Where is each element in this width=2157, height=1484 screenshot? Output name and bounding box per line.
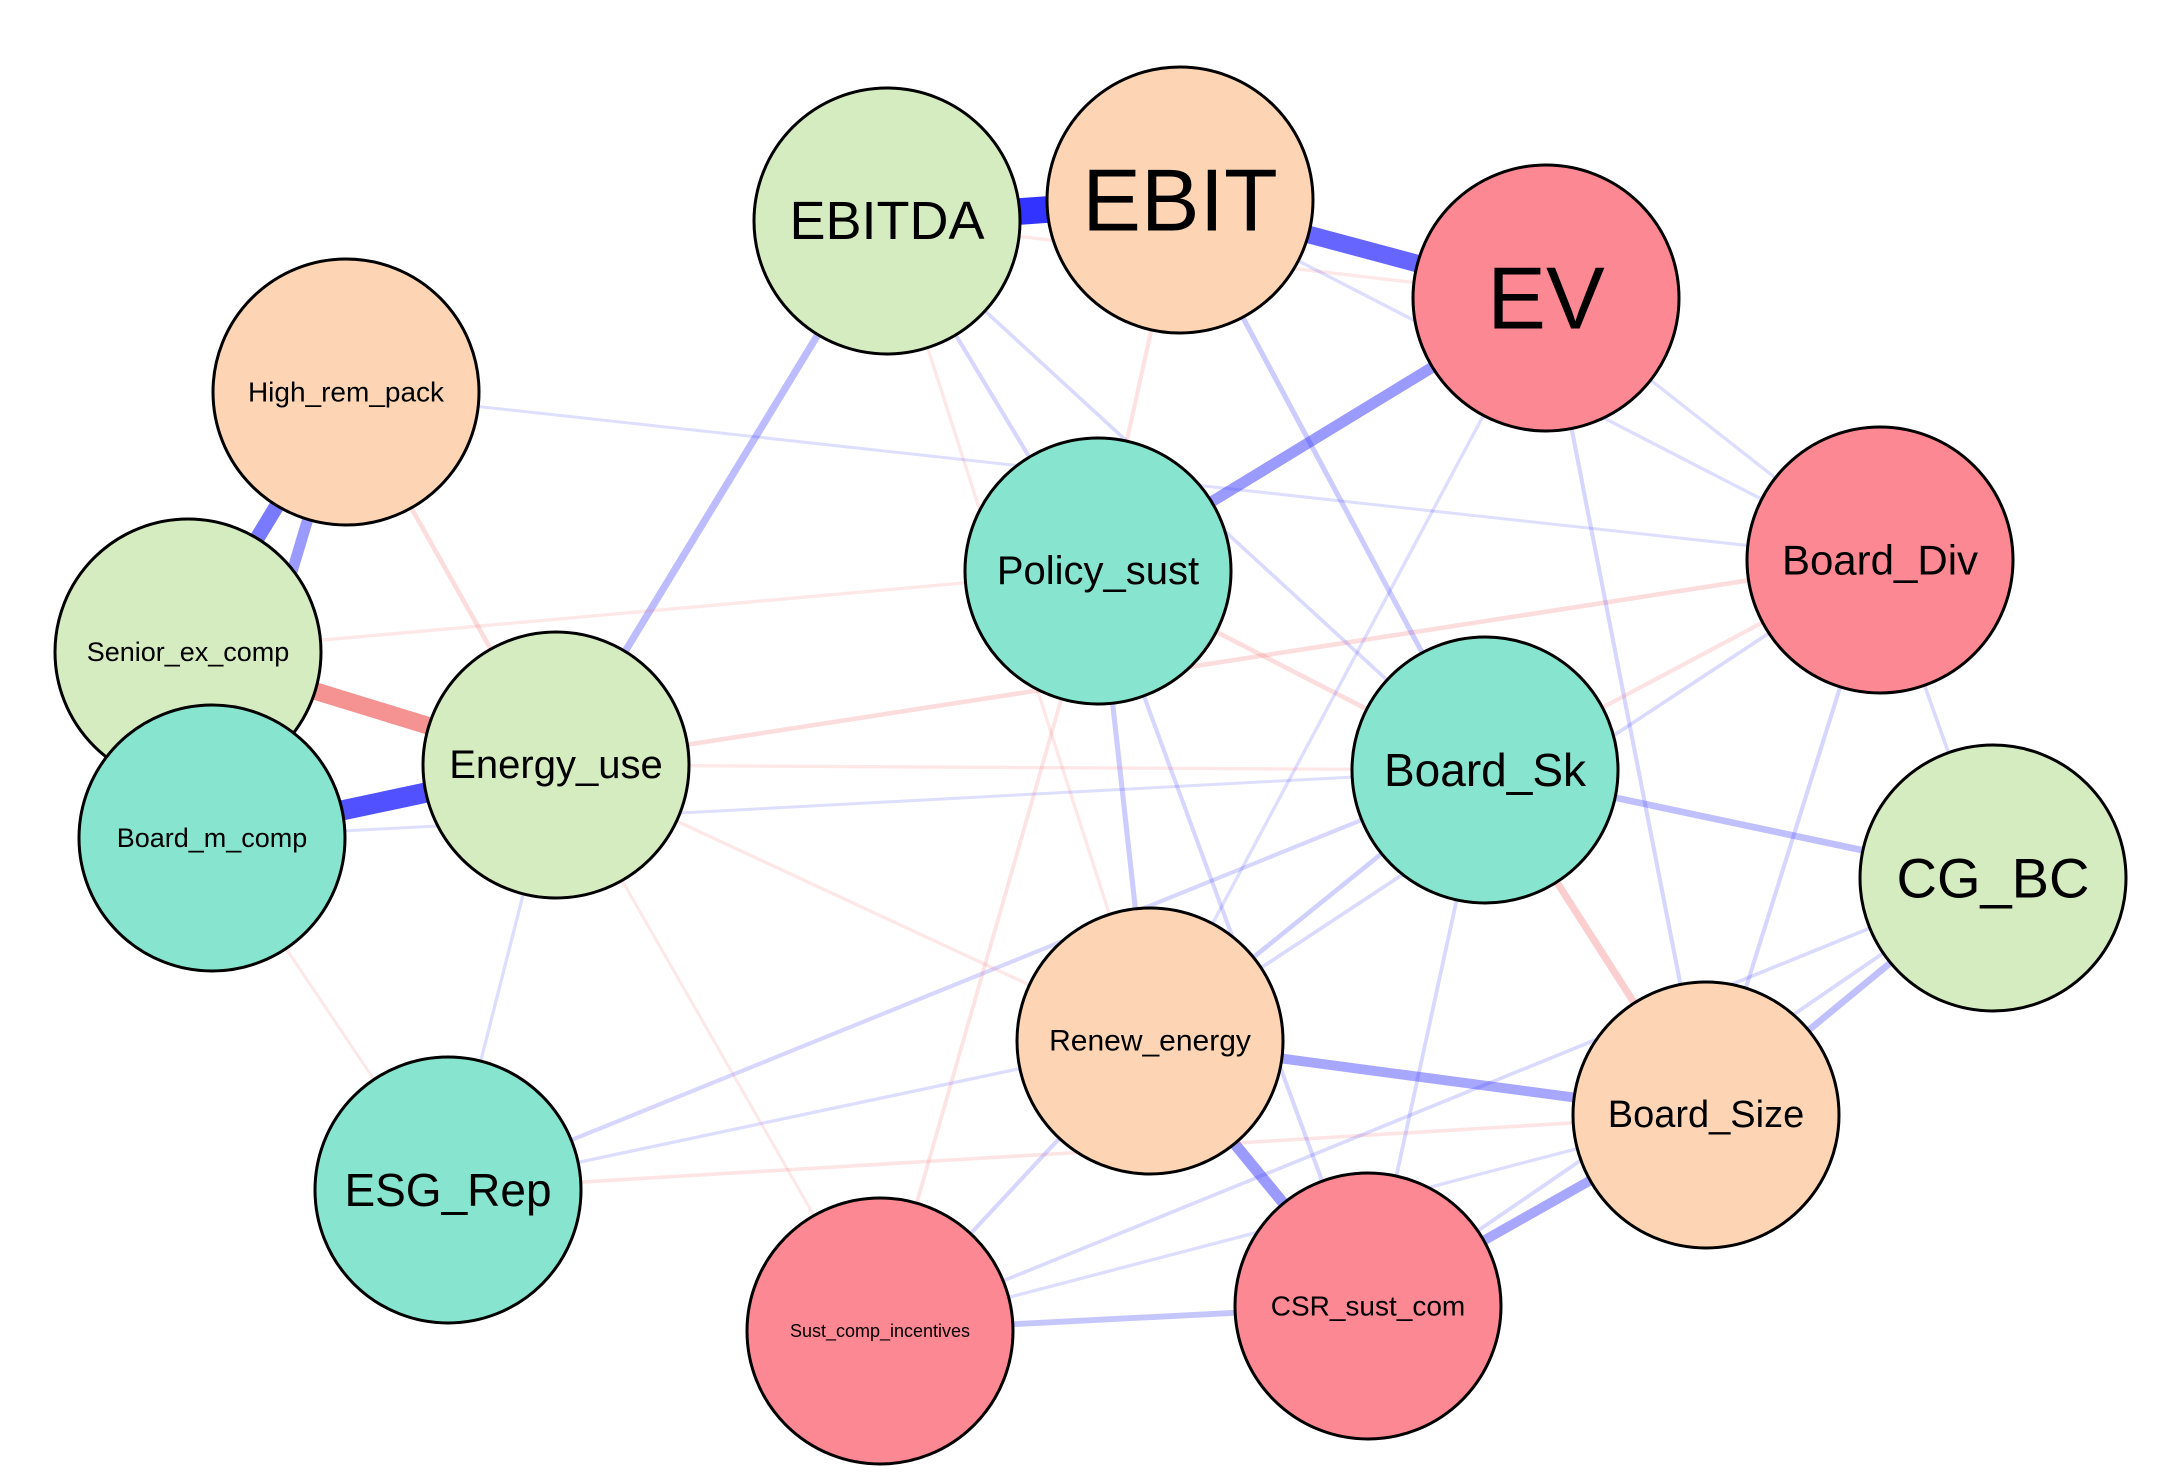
- edge-board-m-comp-board-sk: [211, 768, 1486, 840]
- node-label: Policy_sust: [997, 549, 1199, 593]
- node-circle: [1411, 163, 1681, 433]
- node-label: Board_Div: [1782, 537, 1978, 584]
- node-circle: [1350, 635, 1620, 905]
- node-policy-sust: Policy_sust: [963, 436, 1233, 706]
- node-label: EV: [1487, 249, 1605, 348]
- node-renew-energy: Renew_energy: [1015, 906, 1285, 1176]
- node-label: Sust_comp_incentives: [790, 1321, 970, 1342]
- node-ebit: EBIT: [1045, 65, 1315, 335]
- node-label: CSR_sust_com: [1271, 1291, 1466, 1322]
- node-ebitda: EBITDA: [752, 86, 1022, 356]
- edge-senior-ex-comp-policy-sust: [187, 569, 1099, 654]
- node-circle: [963, 436, 1233, 706]
- node-board-size: Board_Size: [1571, 980, 1841, 1250]
- node-label: CG_BC: [1897, 847, 2090, 910]
- node-circle: [211, 257, 481, 527]
- node-circle: [1045, 65, 1315, 335]
- node-label: ESG_Rep: [344, 1164, 551, 1216]
- node-label: Renew_energy: [1049, 1025, 1251, 1058]
- node-circle: [752, 86, 1022, 356]
- edge-ev-renew-energy: [1148, 297, 1548, 1042]
- node-circle: [421, 630, 691, 900]
- node-ev: EV: [1411, 163, 1681, 433]
- node-label: Board_Sk: [1384, 744, 1587, 796]
- node-circle: [1233, 1171, 1503, 1441]
- node-label: High_rem_pack: [248, 377, 445, 408]
- node-label: EBITDA: [789, 191, 984, 251]
- edge-energy-use-board-div: [555, 557, 1881, 768]
- node-circle: [1745, 425, 2015, 695]
- node-circle: [1571, 980, 1841, 1250]
- node-circle: [745, 1196, 1015, 1466]
- node-board-sk: Board_Sk: [1350, 635, 1620, 905]
- node-label: Energy_use: [449, 743, 662, 787]
- node-circle: [313, 1055, 583, 1325]
- node-high-rem-pack: High_rem_pack: [211, 257, 481, 527]
- node-energy-use: Energy_use: [421, 630, 691, 900]
- edge-cg-bc-sust-comp-incentives: [879, 876, 1994, 1333]
- node-circle: [77, 703, 347, 973]
- node-label: Senior_ex_comp: [87, 637, 290, 667]
- node-board-m-comp: Board_m_comp: [77, 703, 347, 973]
- node-esg-rep: ESG_Rep: [313, 1055, 583, 1325]
- node-label: Board_Size: [1608, 1094, 1804, 1136]
- node-label: Board_m_comp: [117, 823, 308, 853]
- node-circle: [1858, 743, 2128, 1013]
- edge-ev-board-size: [1543, 297, 1709, 1116]
- node-circle: [1015, 906, 1285, 1176]
- node-label: EBIT: [1082, 151, 1278, 250]
- edge-esg-rep-board-sk: [447, 768, 1486, 1192]
- node-csr-sust-com: CSR_sust_com: [1233, 1171, 1503, 1441]
- edge-energy-use-board-sk: [555, 763, 1486, 772]
- node-cg-bc: CG_BC: [1858, 743, 2128, 1013]
- node-board-div: Board_Div: [1745, 425, 2015, 695]
- node-sust-comp-incentives: Sust_comp_incentives: [745, 1196, 1015, 1466]
